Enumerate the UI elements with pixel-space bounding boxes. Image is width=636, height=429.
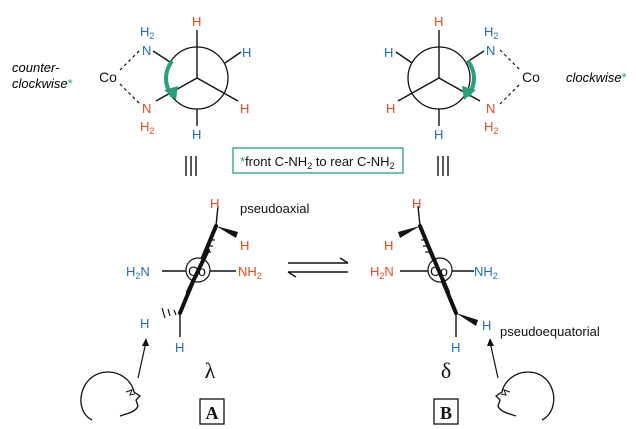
amine-blue-n: N — [142, 43, 151, 58]
counter-clockwise-label-line1: counter- — [12, 60, 60, 75]
rotation-arrowhead-icon — [462, 86, 476, 100]
ch-bond — [215, 205, 219, 227]
hydrogen-label: H — [384, 238, 393, 253]
wedge-bond — [216, 226, 238, 238]
coordination-bond — [499, 49, 521, 71]
amine-blue-n: N — [486, 43, 495, 58]
delta-symbol: δ — [441, 358, 451, 383]
coordination-bond — [499, 83, 521, 105]
label-a-box — [199, 398, 225, 425]
amine-blue-label: H2 — [484, 24, 498, 41]
amine-red-label: H2 — [140, 119, 154, 136]
chelate-bond — [428, 248, 450, 294]
amine-label: H2N — [126, 264, 150, 281]
cobalt-label: Co — [522, 69, 540, 85]
equilibrium-arrows-icon — [287, 257, 349, 278]
chelate-bond — [186, 248, 210, 294]
amine-red-n: N — [142, 101, 151, 116]
amine-red-n: N — [486, 101, 495, 116]
newman-projection-left: counter- clockwise* Co H2 N N H2 H H H H — [12, 14, 251, 142]
rear-bond — [395, 51, 413, 64]
cobalt-label: Co — [99, 69, 117, 85]
amine-blue-label: H2 — [140, 24, 154, 41]
hydrogen-label: H — [451, 340, 460, 355]
lambda-symbol: λ — [205, 358, 216, 383]
front-bond — [196, 77, 239, 102]
identity-right — [437, 156, 449, 176]
viewer-right-icon — [487, 338, 555, 421]
hydrogen-label: H — [192, 127, 201, 142]
hydrogen-label: H — [175, 340, 184, 355]
hydrogen-label: H — [240, 101, 249, 116]
rear-bond — [224, 51, 242, 64]
delta-conformer: Co H H H H H2N NH2 pseudoequatorial — [370, 196, 600, 355]
cobalt-label: Co — [188, 263, 206, 279]
ch-bond — [417, 205, 421, 227]
label-b: B — [440, 403, 452, 423]
clockwise-label: clockwise* — [566, 70, 627, 85]
viewer-left-icon — [80, 338, 149, 421]
wedge-bond — [398, 226, 420, 238]
hydrogen-label: H — [386, 101, 395, 116]
wedge-bond — [456, 313, 478, 326]
hydrogen-label: H — [434, 14, 443, 29]
counter-clockwise-label-line2: clockwise* — [12, 76, 73, 91]
amine-label: H2N — [370, 264, 394, 281]
amine-label: NH2 — [474, 264, 498, 281]
cobalt-label: Co — [430, 263, 448, 279]
hydrogen-label: H — [210, 196, 219, 211]
note-border — [232, 147, 404, 174]
hydrogen-label: H — [384, 45, 393, 60]
rear-bond — [152, 50, 171, 63]
hydrogen-label: H — [240, 238, 249, 253]
note-box: *front C-NH2 to rear C-NH2 — [232, 147, 404, 174]
label-a: A — [206, 403, 219, 423]
coordination-bond — [119, 83, 141, 105]
front-bond — [438, 77, 481, 102]
front-rear-note: *front C-NH2 to rear C-NH2 — [240, 154, 395, 171]
front-bond — [397, 77, 440, 102]
newman-projection-right: H H H H H2 N N H2 Co clockwise* — [384, 14, 627, 142]
pseudoequatorial-label: pseudoequatorial — [500, 324, 600, 339]
hydrogen-label: H — [140, 316, 149, 331]
pseudoaxial-label: pseudoaxial — [240, 201, 309, 216]
hydrogen-label: H — [482, 318, 491, 333]
hydrogen-label: H — [192, 14, 201, 29]
amine-red-label: H2 — [484, 119, 498, 136]
lambda-conformer: pseudoaxial Co H H H H H2N NH2 — [126, 196, 309, 355]
identity-left — [185, 156, 197, 176]
label-b-box — [433, 398, 459, 425]
hydrogen-label: H — [412, 196, 421, 211]
hydrogen-label: H — [434, 127, 443, 142]
hash-bond — [161, 307, 177, 319]
rotation-arrowhead-icon — [164, 86, 178, 100]
hydrogen-label: H — [242, 45, 251, 60]
coordination-bond — [119, 49, 141, 71]
amine-label: NH2 — [238, 264, 262, 281]
